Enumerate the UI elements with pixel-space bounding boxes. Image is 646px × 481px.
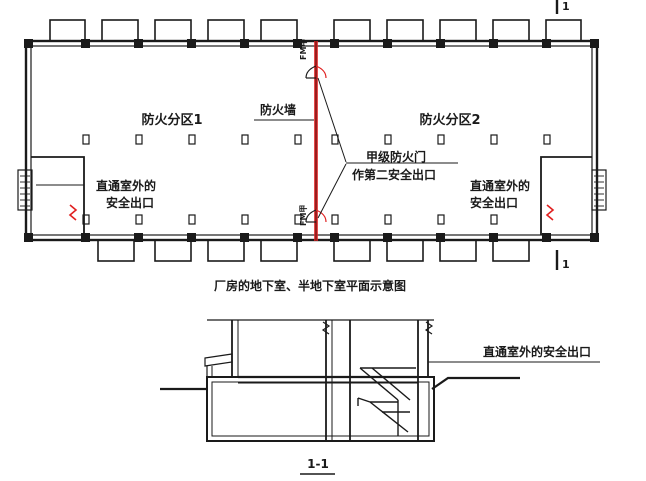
fire-door-top	[305, 65, 327, 79]
canopy	[204, 353, 233, 367]
plan-caption: 厂房的地下室、半地下室平面示意图	[214, 278, 406, 293]
section-view	[160, 319, 600, 475]
right-exit-label-line1: 直通室外的	[470, 178, 530, 193]
break-mark-mid	[321, 321, 331, 335]
door-code-top: FM甲	[299, 39, 308, 60]
zone1-label: 防火分区1	[141, 112, 202, 128]
basement-box-outer	[206, 376, 435, 442]
staircase	[357, 367, 416, 436]
bottom-window-bays	[97, 239, 530, 262]
right-exit-label-line2: 安全出口	[470, 195, 518, 210]
plan-outer-wall	[24, 39, 599, 242]
top-columns	[24, 39, 599, 48]
zone2-label: 防火分区2	[419, 112, 480, 128]
fire-door-label-line1: 甲级防火门	[366, 149, 426, 164]
left-stair-enclosure	[17, 156, 85, 235]
ground-line-right	[431, 376, 520, 390]
floor-plan	[17, 0, 607, 270]
left-exit-label-line1: 直通室外的	[96, 178, 156, 193]
top-window-bays	[49, 19, 582, 42]
section-mark-top: 1	[562, 0, 570, 13]
door-code-bottom: FM甲	[299, 205, 308, 226]
section-exit-label: 直通室外的安全出口	[483, 344, 591, 359]
plan-inner-wall	[30, 45, 593, 236]
section-caption: 1-1	[307, 457, 329, 471]
firewall-label: 防火墙	[260, 102, 296, 117]
fire-door-leaders	[317, 77, 458, 219]
left-exit-door-mark	[68, 204, 78, 221]
interior-columns-row2	[82, 214, 498, 225]
break-mark-right	[424, 321, 434, 335]
section-mark-bottom: 1	[562, 258, 570, 271]
basement-box-inner	[211, 381, 430, 437]
right-exit-door-mark	[545, 204, 555, 221]
fire-door-label-line2: 作第二安全出口	[352, 167, 436, 182]
right-stair-enclosure	[540, 156, 607, 235]
bottom-columns	[24, 233, 599, 242]
left-exit-label-line2: 安全出口	[106, 195, 154, 210]
fire-door-bottom	[305, 209, 327, 223]
